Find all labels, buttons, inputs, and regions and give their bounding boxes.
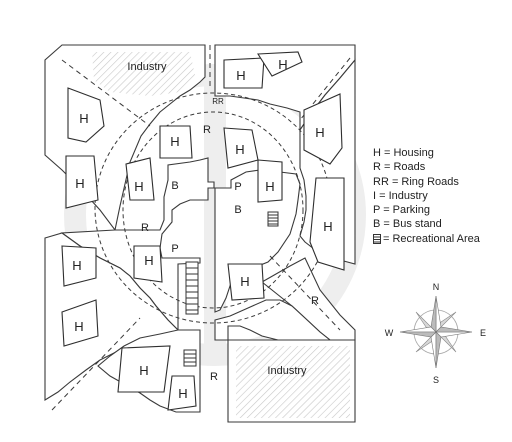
legend-item: B = Bus stand: [373, 217, 480, 231]
legend-item: P = Parking: [373, 203, 480, 217]
housing-plots: [61, 51, 345, 411]
housing-label: H: [75, 176, 84, 191]
road-label: R: [141, 222, 149, 234]
compass-major-points: [399, 295, 473, 369]
compass-north: N: [433, 282, 440, 292]
housing-label: H: [323, 219, 332, 234]
house-plot: [303, 93, 343, 165]
ring-road-inner: [122, 111, 304, 309]
industry-label-top: Industry: [127, 61, 167, 73]
legend-item: R = Roads: [373, 160, 480, 174]
road-nw-dash: [61, 59, 151, 127]
legend-text: P = Parking: [373, 204, 430, 217]
compass-east: E: [480, 328, 486, 338]
legend-text: R = Roads: [373, 161, 426, 174]
industry-zones: [92, 52, 350, 418]
house-plot: [309, 177, 345, 271]
bus-stand-label: B: [171, 180, 178, 192]
housing-label: H: [315, 125, 324, 140]
housing-label: H: [74, 319, 83, 334]
compass-west: W: [385, 328, 394, 338]
legend-text: H = Housing: [373, 147, 434, 159]
housing-label: H: [72, 258, 81, 273]
legend-text: RR = Ring Roads: [373, 175, 459, 188]
road-label: R: [210, 371, 218, 383]
housing-label: H: [278, 57, 287, 72]
recreational-area-icon: [373, 233, 381, 244]
house-plot: [61, 299, 99, 347]
industry-bottom-hatch: [236, 346, 350, 418]
housing-label: H: [144, 253, 153, 268]
industry-top-hatch: [92, 52, 195, 96]
housing-label: H: [79, 111, 88, 126]
house-plot: [223, 57, 265, 89]
legend-item: RR = Ring Roads: [373, 175, 480, 189]
road-label: R: [203, 124, 211, 136]
industry-label-bottom: Industry: [267, 365, 307, 377]
map-labels: Industry Industry RR H H H H H H H H H H…: [72, 57, 332, 401]
house-plot: [257, 51, 303, 77]
legend-text: = Recreational Area: [383, 232, 480, 245]
parking-label: P: [234, 181, 241, 193]
house-plot: [159, 125, 193, 159]
legend-item: I = Industry: [373, 189, 480, 203]
legend-text: I = Industry: [373, 189, 428, 202]
recreational-areas: [183, 211, 279, 367]
house-plot: [257, 159, 283, 203]
housing-label: H: [235, 142, 244, 157]
house-plot: [67, 87, 105, 143]
housing-label: H: [236, 68, 245, 83]
housing-label: H: [178, 386, 187, 401]
house-plot: [65, 155, 99, 209]
road-label: R: [311, 295, 319, 307]
house-plot: [133, 245, 163, 283]
house-plot: [117, 345, 171, 393]
recreational-area-icon: [183, 349, 197, 367]
compass-rose: N S E W: [385, 282, 486, 385]
recreational-area-icon: [267, 211, 279, 227]
road-se-dash: [269, 255, 341, 331]
parking-label: P: [171, 243, 178, 255]
house-plot: [125, 157, 155, 201]
legend-text: B = Bus stand: [373, 218, 442, 231]
compass-south: S: [433, 375, 439, 385]
house-plot: [227, 263, 265, 301]
road-sw-dash: [51, 317, 141, 411]
housing-label: H: [134, 179, 143, 194]
house-plot: [61, 245, 97, 287]
bus-stand-label: B: [234, 204, 241, 216]
housing-label: H: [170, 134, 179, 149]
housing-label: H: [265, 179, 274, 194]
housing-label: H: [240, 274, 249, 289]
legend-item: H = Housing: [373, 146, 480, 160]
house-plot: [167, 375, 197, 411]
recreational-area-icon: [185, 261, 199, 315]
housing-label: H: [139, 363, 148, 378]
ring-road-label: RR: [212, 97, 224, 106]
legend-item: = Recreational Area: [373, 232, 480, 246]
map-legend: H = Housing R = Roads RR = Ring Roads I …: [373, 146, 480, 246]
